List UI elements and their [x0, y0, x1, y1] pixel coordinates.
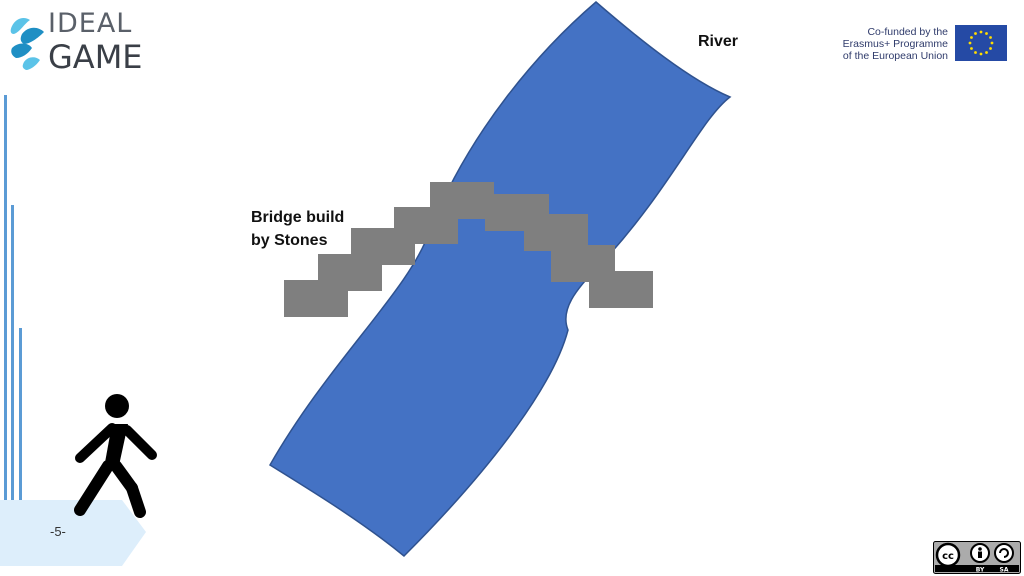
eu-funding-text: Co-funded by the Erasmus+ Programme of t… [788, 26, 948, 62]
sidebar-line-1 [4, 95, 7, 515]
page-number: -5- [50, 524, 66, 539]
eu-star [974, 51, 977, 54]
eu-star [990, 41, 994, 45]
svg-text:cc: cc [942, 551, 954, 562]
sidebar-line-3 [19, 328, 22, 515]
eu-star [985, 32, 988, 35]
river-label: River [698, 33, 739, 50]
eu-text-line-3: of the European Union [842, 50, 948, 62]
cc-sa-text: SA [1000, 567, 1009, 574]
logo-text-game: GAME [48, 38, 143, 76]
bridge-label-line-1: Bridge build [251, 209, 345, 226]
eu-text-line-2: Erasmus+ Programme [842, 38, 948, 50]
stone-bridge [284, 182, 653, 317]
eu-star [970, 47, 973, 50]
eu-star [970, 36, 973, 39]
person-walking-icon [74, 394, 157, 518]
eu-star [989, 36, 992, 39]
ideal-game-logo: IDEAL GAME [8, 8, 148, 76]
bridge-label-line-2: by Stones [251, 232, 328, 249]
eu-star [979, 30, 983, 34]
eu-star [979, 52, 983, 56]
stone-9 [589, 271, 653, 308]
logo-text-ideal: IDEAL [48, 8, 133, 39]
stone-7 [524, 214, 588, 251]
eu-star [974, 32, 977, 35]
sidebar-line-2 [11, 205, 14, 515]
footer-tab [0, 500, 146, 566]
eu-star [968, 41, 972, 45]
cc-by-text: BY [976, 567, 985, 574]
water-drops-icon [10, 18, 44, 70]
bridge-label: Bridge build by Stones [251, 206, 344, 252]
eu-star [989, 47, 992, 50]
eu-star [985, 51, 988, 54]
eu-text-line-1: Co-funded by the [867, 26, 948, 38]
stone-5 [430, 182, 494, 219]
eu-flag-icon [955, 25, 1007, 61]
creative-commons-icon: cc BY SA [933, 541, 1021, 574]
